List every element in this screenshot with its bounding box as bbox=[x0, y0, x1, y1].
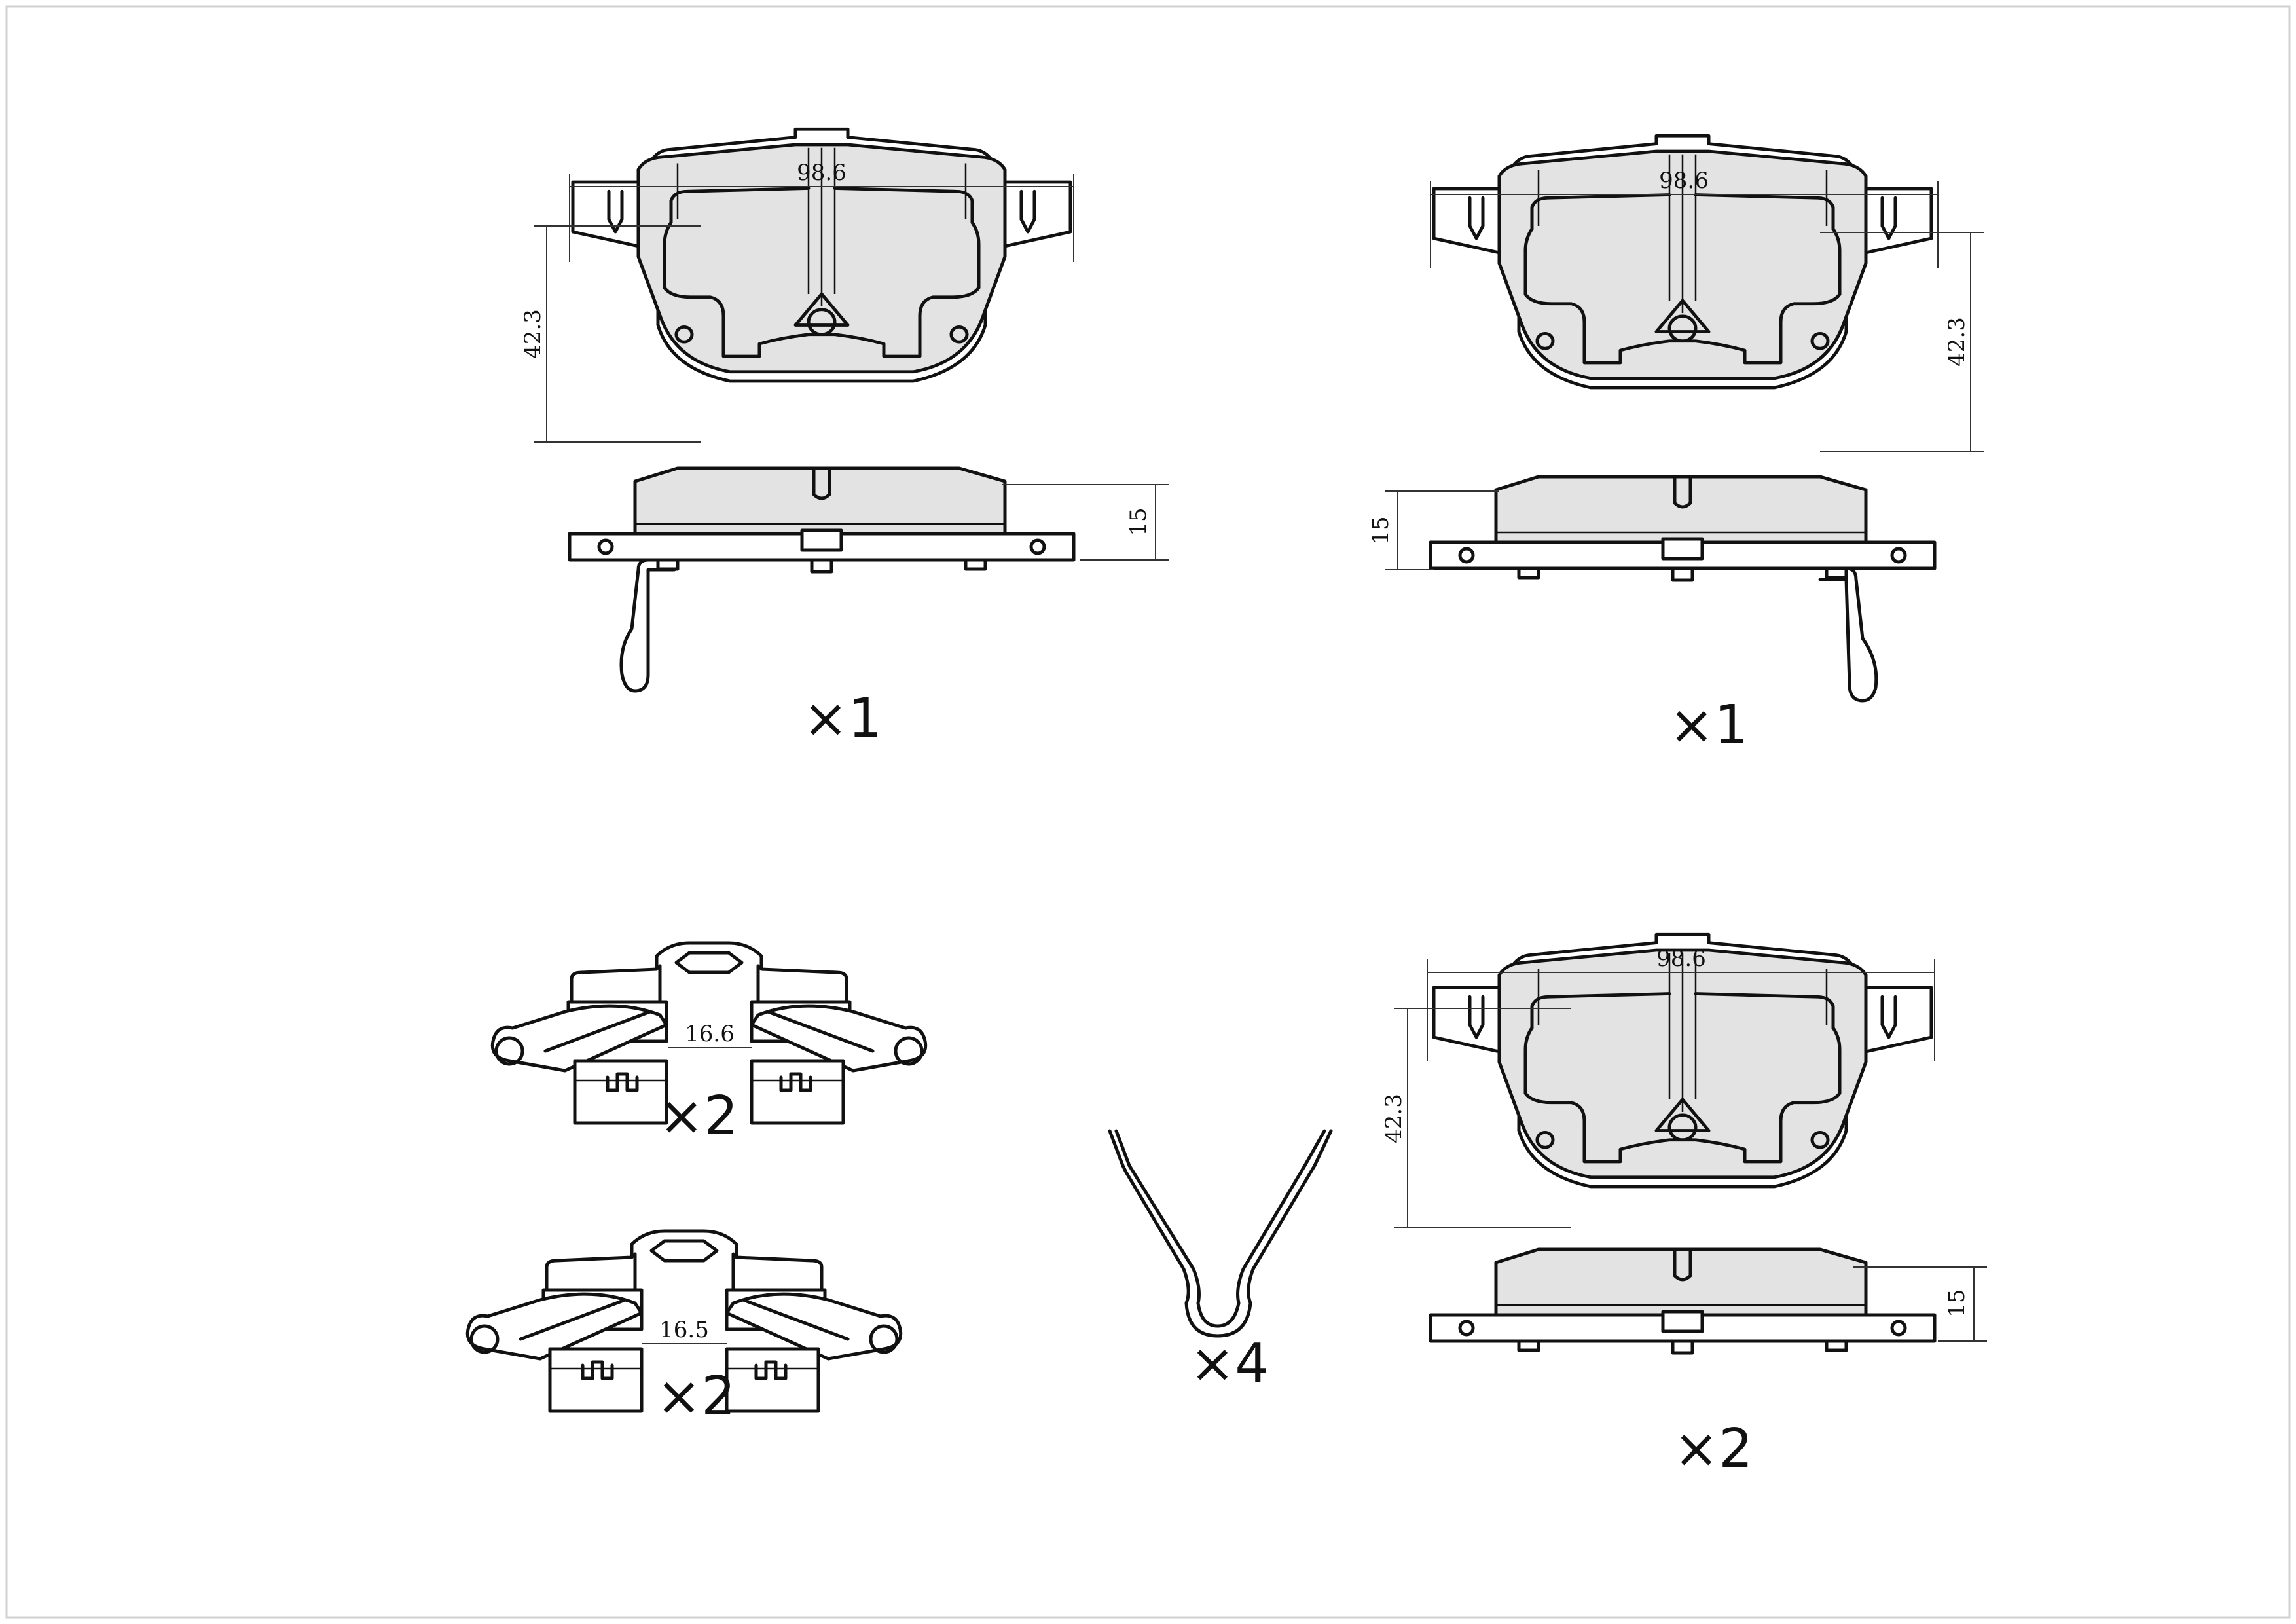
pad-top-left-thickness-dimension: 15 bbox=[1002, 484, 1169, 561]
spring-wire bbox=[1108, 1129, 1333, 1338]
pad-bottom-right-thickness-dimension: 15 bbox=[1853, 1266, 1987, 1342]
pad-top-right-width-dimension: 98.6 bbox=[1430, 168, 1939, 268]
width-dimension-label: 98.6 bbox=[1659, 168, 1709, 194]
quantity-label: ×4 bbox=[1190, 1333, 1269, 1395]
quantity-label: ×1 bbox=[803, 688, 883, 750]
thickness-dimension-label: 15 bbox=[1944, 1289, 1970, 1317]
pad-top-right-height-dimension: 42.3 bbox=[1820, 232, 1984, 452]
pad-top-left-height-dimension: 42.3 bbox=[520, 225, 701, 443]
pad-top-left: 98.6 42.3 15 ×1 bbox=[520, 129, 1169, 750]
quantity-label: ×2 bbox=[1674, 1418, 1753, 1480]
pad-top-right-wear-sensor-wire bbox=[1818, 566, 1878, 703]
pad-bottom-right-side-view bbox=[1430, 1249, 1935, 1353]
drawing-border bbox=[5, 5, 2291, 1619]
width-dimension-label: 98.6 bbox=[797, 160, 847, 186]
pad-top-right-thickness-dimension: 15 bbox=[1368, 490, 1499, 570]
pad-bottom-right-width-dimension: 98.6 bbox=[1427, 946, 1935, 1061]
thickness-dimension-label: 15 bbox=[1125, 507, 1152, 536]
pad-top-left-width-dimension: 98.6 bbox=[569, 160, 1074, 262]
quantity-label: ×1 bbox=[1669, 694, 1749, 756]
clip-upper: 16.6 ×2 bbox=[492, 943, 925, 1147]
height-dimension-label: 42.3 bbox=[1381, 1094, 1407, 1143]
height-dimension-label: 42.3 bbox=[520, 309, 546, 359]
height-dimension-label: 42.3 bbox=[1944, 317, 1970, 367]
pad-top-right-side-view bbox=[1430, 477, 1935, 580]
clip-lower-gap-dimension: 16.5 bbox=[642, 1317, 727, 1344]
thickness-dimension-label: 15 bbox=[1368, 516, 1394, 544]
quantity-label: ×2 bbox=[657, 1365, 736, 1428]
quantity-label: ×2 bbox=[659, 1085, 738, 1147]
gap-dimension-label: 16.5 bbox=[659, 1317, 709, 1343]
gap-dimension-label: 16.6 bbox=[685, 1021, 735, 1047]
pad-top-left-side-view bbox=[570, 468, 1074, 572]
pad-bottom-right-height-dimension: 42.3 bbox=[1381, 1008, 1571, 1228]
pad-top-left-wear-sensor-wire bbox=[619, 558, 676, 693]
clip-lower: 16.5 ×2 bbox=[467, 1231, 900, 1428]
spring-wire-inner bbox=[1114, 1129, 1326, 1328]
width-dimension-label: 98.6 bbox=[1656, 946, 1706, 972]
pad-top-right: 98.6 42.3 15 ×1 bbox=[1368, 136, 1984, 756]
pad-bottom-right: 98.6 42.3 15 ×2 bbox=[1381, 934, 1987, 1480]
spring: ×4 bbox=[1108, 1129, 1333, 1395]
clip-upper-gap-dimension: 16.6 bbox=[668, 1021, 752, 1048]
